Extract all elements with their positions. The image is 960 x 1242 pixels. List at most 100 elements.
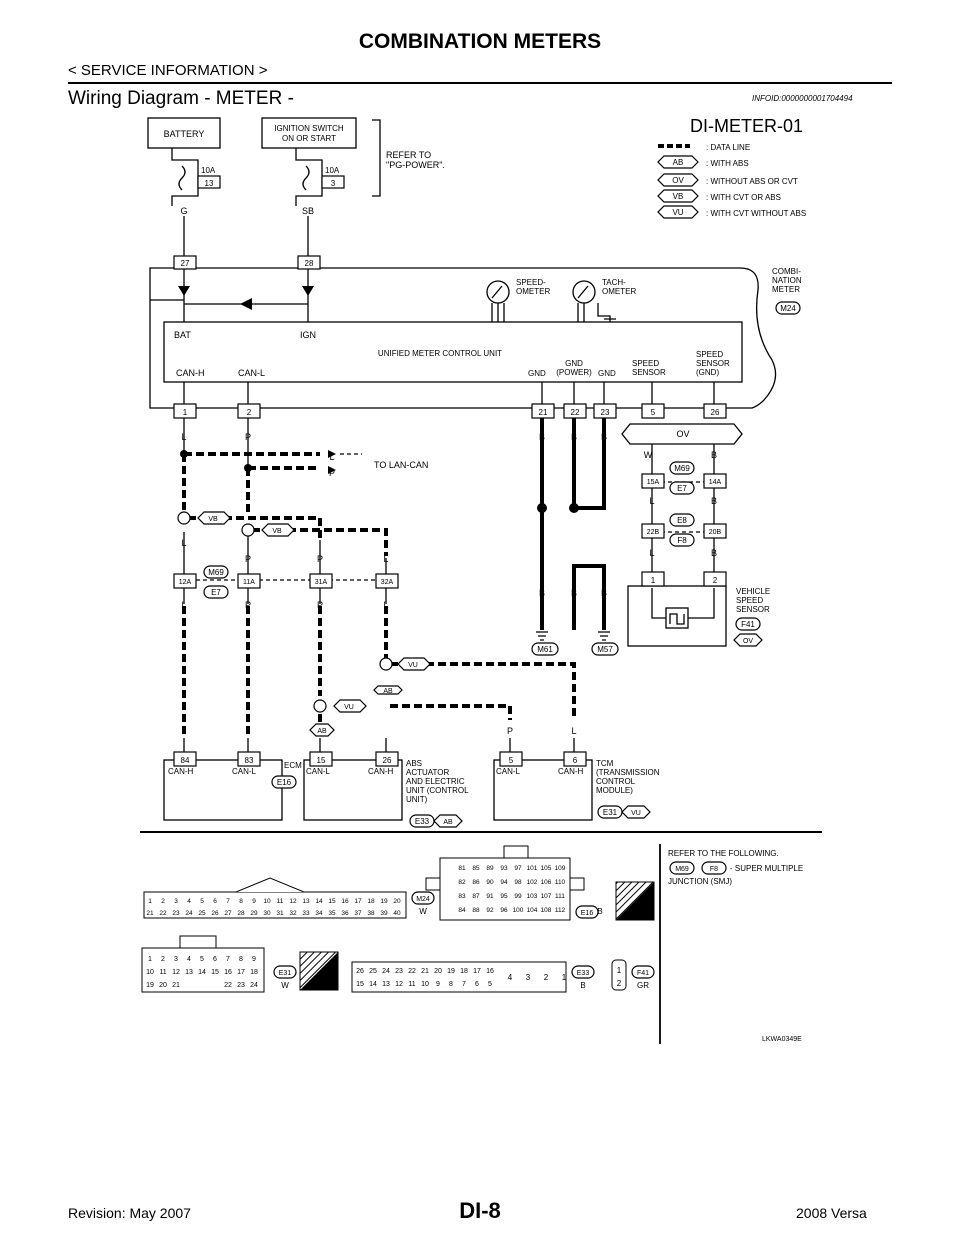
terminal-label: GND	[598, 369, 616, 378]
connector-pin: 85	[472, 865, 480, 872]
connector-pin: 19	[146, 982, 154, 989]
wire-color: B	[601, 588, 607, 598]
connector-color: GR	[637, 981, 649, 990]
terminal-label: CAN-L	[306, 767, 331, 776]
connector-pin: 37	[354, 910, 362, 917]
wire-color: G	[180, 206, 187, 216]
connector-tag: E31	[603, 808, 618, 817]
connector-pin: 13	[185, 969, 193, 976]
connector-pin: 91	[486, 893, 494, 900]
wire-color: P	[507, 726, 513, 736]
connector-pin: 14	[198, 969, 206, 976]
wire-color: B	[539, 588, 545, 598]
connector-pin: 13	[382, 981, 390, 988]
connector-pin: 32	[289, 910, 297, 917]
pin-number: 83	[245, 756, 254, 765]
connector-pin: 88	[472, 907, 480, 914]
wire-color: L	[649, 548, 654, 558]
junction-pin: 31A	[315, 579, 328, 586]
terminal-label: GND	[528, 369, 546, 378]
legend-code: VU	[672, 208, 683, 217]
connector-pin: 3	[174, 898, 178, 905]
connector-pin: 95	[500, 893, 508, 900]
pin-number: 28	[305, 259, 314, 268]
connector-pin: 6	[213, 898, 217, 905]
connector-pin: 10	[421, 981, 429, 988]
connector-pin: 84	[458, 907, 466, 914]
tcm-label: TCM	[596, 759, 614, 768]
connector-pin: 19	[380, 898, 388, 905]
connector-tag: E8	[677, 516, 687, 525]
connector-pin: 17	[473, 968, 481, 975]
connector-pin: 31	[276, 910, 284, 917]
connector-pin: 3	[174, 956, 178, 963]
fuse-amp: 10A	[201, 166, 216, 175]
connector-pin: 28	[237, 910, 245, 917]
connector-pin: 98	[514, 879, 522, 886]
connector-pin: 38	[367, 910, 375, 917]
reference-note: JUNCTION (SMJ)	[668, 877, 732, 886]
vehicle-speed-sensor-label: SPEED	[736, 596, 763, 605]
junction-pin: 22B	[647, 529, 660, 536]
option-code: VU	[631, 810, 641, 817]
speedometer-label: OMETER	[516, 287, 550, 296]
connector-pin: 104	[527, 907, 538, 914]
wire-color: L	[181, 432, 186, 442]
connector-pin: 18	[460, 968, 468, 975]
diagram-id: DI-METER-01	[690, 116, 803, 136]
connector-pin: 12	[395, 981, 403, 988]
terminal-label: CAN-H	[168, 767, 194, 776]
connector-pin: 6	[213, 956, 217, 963]
junction-pin: 15A	[647, 479, 660, 486]
connector-pin: 4	[508, 973, 513, 982]
connector-pin: 15	[211, 969, 219, 976]
hs-label: H.S.	[312, 979, 328, 988]
page-header-subtitle: < SERVICE INFORMATION >	[68, 62, 268, 79]
connector-pin: 36	[341, 910, 349, 917]
connector-pin: 101	[527, 865, 538, 872]
connector-tag: E16	[581, 910, 594, 917]
reference-note: REFER TO THE FOLLOWING.	[668, 849, 779, 858]
connector-pin: 16	[341, 898, 349, 905]
wire-color: B	[711, 548, 717, 558]
footer-page-number: DI-8	[459, 1198, 501, 1223]
connector-pin: 10	[146, 969, 154, 976]
connector-pin: 107	[541, 893, 552, 900]
connector-pin: 7	[226, 956, 230, 963]
pin-number: 6	[573, 756, 578, 765]
connector-tag: E33	[577, 970, 590, 977]
option-code: OV	[743, 638, 753, 645]
connector-pin: 2	[161, 898, 165, 905]
terminal-label: IGN	[300, 330, 316, 340]
connector-tag: M69	[674, 464, 690, 473]
legend-text: : WITH CVT WITHOUT ABS	[706, 209, 806, 218]
pin-number: 23	[601, 408, 610, 417]
connector-pin: 24	[250, 982, 258, 989]
connector-pin: 21	[172, 982, 180, 989]
connector-pin: 14	[369, 981, 377, 988]
footer-model: 2008 Versa	[796, 1205, 867, 1221]
meter-name: METER	[772, 285, 800, 294]
pin-number: 21	[539, 408, 548, 417]
wire-color: B	[571, 432, 577, 442]
connector-pin: 12	[172, 969, 180, 976]
connector-pin: 1	[617, 966, 622, 975]
reference-note: - SUPER MULTIPLE	[730, 864, 803, 873]
wire-color: W	[644, 450, 653, 460]
wire-color: SB	[302, 206, 314, 216]
legend-code: OV	[672, 176, 684, 185]
connector-pin: 20	[434, 968, 442, 975]
option-code: VB	[208, 516, 218, 523]
connector-pin: 103	[527, 893, 538, 900]
connector-pin: 16	[486, 968, 494, 975]
pin-number: 84	[181, 756, 190, 765]
wire-color: B	[571, 588, 577, 598]
pin-number: 1	[183, 408, 188, 417]
connector-pin: 109	[555, 865, 566, 872]
tachometer-label: TACH-	[602, 278, 626, 287]
connector-pin: 21	[421, 968, 429, 975]
connector-pin: 5	[200, 956, 204, 963]
wire-color: P	[317, 554, 323, 564]
terminal-label: CAN-H	[368, 767, 394, 776]
connector-pin: 2	[617, 979, 622, 988]
